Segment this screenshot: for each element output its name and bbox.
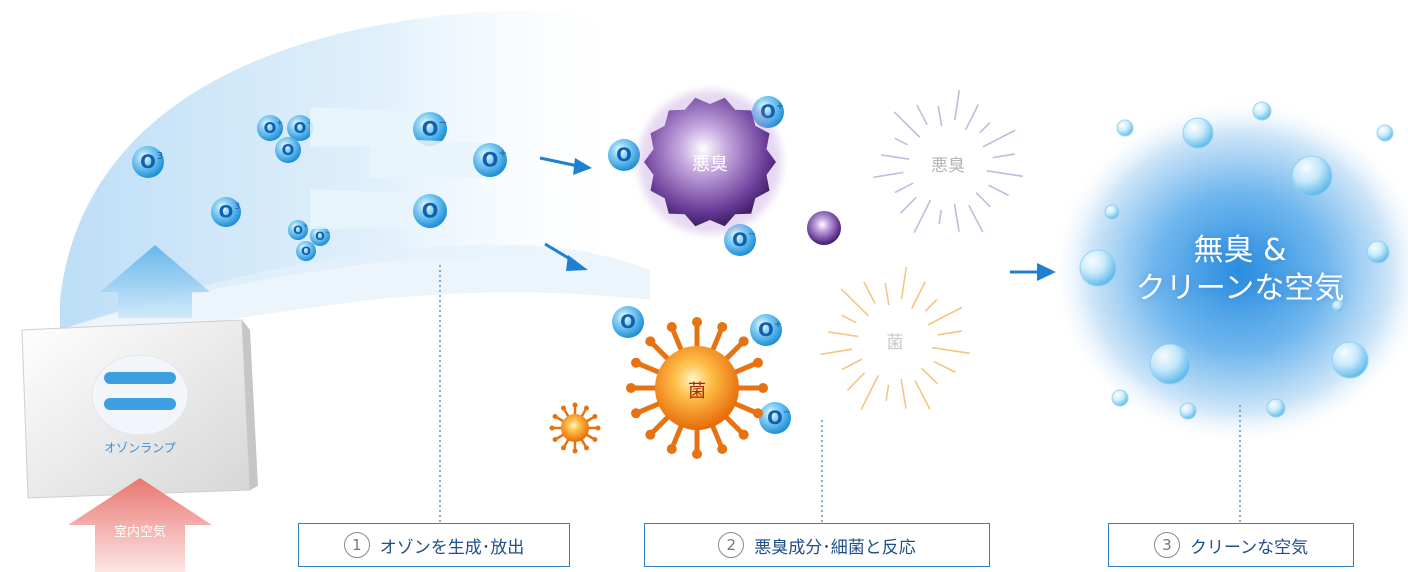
oxygen-ion-icon: O+ (288, 220, 308, 240)
svg-text:O: O (758, 320, 774, 341)
svg-text:O: O (482, 148, 499, 171)
germ-label: 菌 (688, 381, 706, 402)
air-bubble-icon (1182, 117, 1214, 149)
oxygen-ion-icon: O (612, 306, 644, 338)
up-flow-arrow (100, 245, 210, 318)
step-3-box: 3 クリーンな空気 (1108, 523, 1354, 567)
flow-arrow-to-odor (539, 156, 592, 175)
small-germ-particle (549, 402, 601, 454)
svg-text:+: + (303, 223, 308, 230)
intake-label: 室内空気 (114, 524, 166, 540)
germ-faded-label: 菌 (887, 333, 904, 353)
step-3-label: クリーンな空気 (1189, 537, 1309, 558)
svg-text:−: − (438, 118, 447, 129)
svg-text:+: + (276, 118, 283, 127)
air-bubble-icon (1252, 101, 1272, 121)
air-bubble-icon (1179, 402, 1197, 420)
svg-text:−: − (325, 229, 330, 236)
oxygen-ion-icon: O (310, 189, 447, 229)
svg-text:O: O (294, 119, 307, 137)
svg-text:O: O (282, 141, 295, 159)
odor-label: 悪臭 (692, 154, 728, 175)
air-bubble-icon (1149, 343, 1191, 385)
svg-text:O: O (301, 244, 311, 258)
oxygen-ion-icon: O (296, 241, 316, 261)
svg-text:O: O (140, 152, 156, 173)
svg-text:O: O (732, 230, 748, 251)
svg-text:+: + (774, 319, 782, 330)
air-bubble-icon (1366, 240, 1390, 264)
intake-arrow: 室内空気 (68, 478, 212, 572)
step-3-number: 3 (1153, 532, 1180, 558)
small-odor-particle (807, 211, 841, 245)
odor-burst-icon (873, 90, 1023, 233)
svg-text:3: 3 (157, 151, 163, 162)
svg-text:−: − (306, 118, 313, 127)
step-2-label: 悪臭成分･細菌と反応 (754, 537, 916, 558)
air-bubble-icon (1111, 389, 1129, 407)
oxygen-ion-icon: O+ (370, 138, 507, 178)
svg-text:O: O (767, 408, 783, 429)
svg-text:O: O (616, 145, 632, 166)
result-line-2: クリーンな空気 (1135, 271, 1345, 306)
oxygen-ion-icon: O+ (257, 115, 283, 141)
oxygen-ion-icon: O (608, 139, 640, 171)
odor-faded-label: 悪臭 (931, 156, 965, 176)
air-bubble-icon (1331, 341, 1369, 379)
germ-burst-icon (820, 267, 970, 410)
lamp-bar-icon (104, 372, 176, 384)
airflow-stream-lower (60, 244, 650, 360)
oxygen-ion-icon: O− (310, 226, 330, 246)
result-label: 無臭 & クリーンな空気 (1080, 232, 1400, 308)
svg-text:O: O (620, 312, 636, 333)
step-1-number: 1 (343, 532, 370, 558)
result-line-1: 無臭 & (1193, 233, 1287, 268)
oxygen-ion-icon: O+ (750, 314, 782, 346)
svg-text:−: − (748, 229, 756, 240)
air-bubble-icon (1266, 398, 1286, 418)
svg-text:+: + (498, 149, 507, 160)
oxygen-ion-icon: O− (287, 115, 313, 141)
svg-text:O: O (315, 229, 325, 243)
svg-text:+: + (776, 101, 784, 112)
svg-text:3: 3 (234, 202, 240, 212)
svg-text:O: O (422, 199, 439, 222)
air-bubble-icon (1376, 124, 1394, 142)
flow-arrow-to-result (1010, 263, 1056, 281)
air-bubble-icon (1104, 204, 1120, 220)
svg-text:O: O (422, 117, 439, 140)
odor-particle: 悪臭 (638, 90, 782, 234)
oxygen-ion-icon: O (275, 137, 301, 163)
step-1-label: オゾンを生成･放出 (379, 537, 525, 558)
air-bubble-icon (1079, 249, 1117, 287)
air-bubble-icon (1331, 299, 1345, 313)
lamp-bar-icon (104, 398, 176, 410)
svg-text:O: O (264, 119, 277, 137)
oxygen-ion-icon: O− (310, 107, 447, 147)
svg-text:O: O (293, 223, 303, 237)
lamp-label: オゾンランプ (104, 441, 176, 455)
flow-arrow-to-germ (544, 242, 588, 271)
ozone-device: オゾンランプ (21, 319, 258, 499)
svg-text:−: − (783, 407, 791, 418)
air-bubble-icon (1291, 155, 1333, 197)
germ-particle (626, 317, 768, 459)
svg-text:O: O (219, 203, 234, 223)
step-1-box: 1 オゾンを生成･放出 (298, 523, 570, 567)
oxygen-ion-icon: O− (759, 402, 791, 434)
step-2-box: 2 悪臭成分･細菌と反応 (644, 523, 990, 567)
oxygen-ion-icon: O− (724, 224, 756, 256)
step-2-number: 2 (718, 532, 745, 558)
air-bubble-icon (1116, 119, 1134, 137)
